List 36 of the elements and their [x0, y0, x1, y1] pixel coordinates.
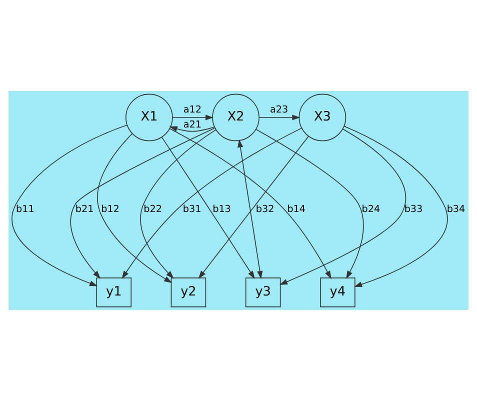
node-box: y3: [245, 277, 281, 307]
arrow: [169, 128, 332, 278]
arrow: [279, 128, 406, 284]
edge-label: b33: [404, 203, 423, 214]
arrow: [198, 136, 309, 278]
arrow: [97, 132, 172, 282]
edge-label: a21: [183, 119, 202, 130]
edge-label: b13: [212, 203, 231, 214]
edge-label: b22: [144, 203, 162, 214]
arrow: [12, 124, 128, 286]
edge-label: a23: [270, 104, 288, 115]
arrow: [169, 126, 215, 132]
edge-label: b21: [75, 203, 94, 214]
arrow: [122, 127, 302, 278]
arrow: [70, 127, 216, 278]
node-box: y4: [320, 277, 356, 307]
node-box: y2: [170, 277, 206, 307]
edge-label: a12: [183, 104, 202, 115]
arrow: [256, 128, 364, 278]
edge-label: b14: [287, 203, 306, 214]
arrow: [344, 125, 448, 287]
node-circle: X2: [212, 93, 260, 141]
node-box: y1: [96, 277, 132, 307]
edge-label: b34: [446, 203, 466, 214]
arrow: [238, 138, 263, 279]
edge-label: b32: [256, 203, 274, 214]
edge-label: b11: [16, 203, 34, 214]
arrow: [258, 114, 300, 120]
node-circle: X3: [298, 93, 346, 141]
arrow: [161, 136, 255, 278]
arrow: [172, 114, 214, 120]
edge-label: b31: [182, 203, 202, 214]
arrow: [140, 128, 216, 278]
edge-label: b24: [362, 203, 380, 214]
node-circle: X1: [126, 93, 173, 141]
edge-label: b12: [101, 203, 120, 214]
